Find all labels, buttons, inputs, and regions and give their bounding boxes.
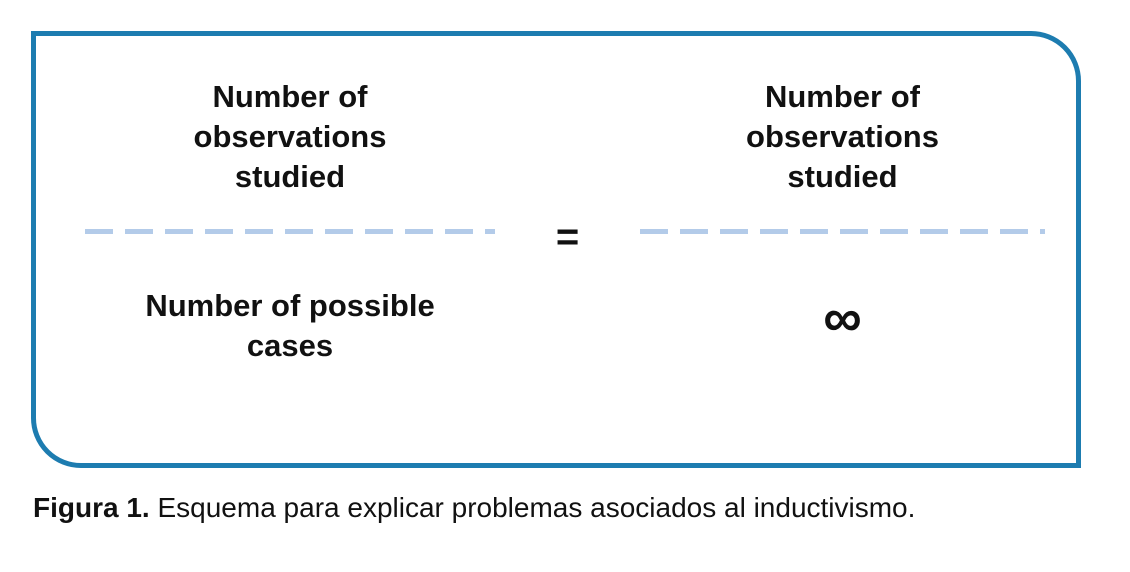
right-fraction-numerator: Number of observations studied	[746, 78, 939, 194]
figure-caption-label: Figura 1.	[33, 492, 150, 523]
inductivism-diagram-box: Number of observations studied Number of…	[31, 31, 1081, 468]
left-fraction: Number of observations studied Number of…	[85, 36, 495, 366]
figure-caption: Figura 1. Esquema para explicar problema…	[33, 490, 915, 526]
left-fraction-denominator: Number of possible cases	[145, 288, 435, 363]
infinity-symbol: ∞	[823, 288, 862, 348]
left-fraction-dashed-line	[85, 229, 495, 234]
figure-caption-text: Esquema para explicar problemas asociado…	[157, 492, 916, 523]
right-fraction-dashed-line	[640, 229, 1045, 234]
equals-sign: =	[555, 215, 580, 259]
right-fraction: Number of observations studied ∞	[640, 36, 1045, 346]
left-fraction-numerator: Number of observations studied	[193, 78, 387, 194]
